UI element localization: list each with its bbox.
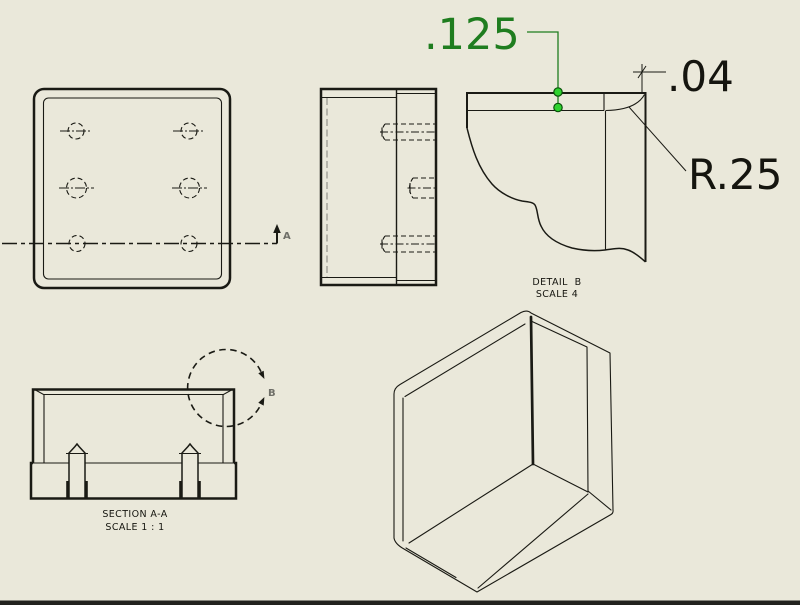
section-boss-right [179, 442, 201, 499]
radius-dim-leader [628, 106, 687, 172]
detail-circle-arrow-bottom [258, 397, 265, 406]
detail-circle-label: B [268, 388, 276, 399]
section-view-aa: SECTION A-A SCALE 1 : 1 [29, 388, 238, 533]
detail-view-scale: SCALE 4 [536, 289, 578, 300]
iso-bottom-near-left-edge [408, 463, 534, 544]
section-inner-top [35, 389, 232, 396]
section-arrow-head [273, 224, 281, 233]
dimension-corner-radius[interactable]: R.25 [628, 106, 782, 199]
section-rim [29, 461, 238, 500]
isometric-view [393, 310, 614, 593]
section-view-title: SECTION A-A [102, 509, 167, 520]
iso-topleft-inner-edge [404, 323, 526, 398]
iso-bottomright-inner-edge [477, 493, 589, 589]
flat-dim-tick [637, 65, 647, 79]
detail-fillet-arc [605, 94, 645, 112]
dim-attach-point[interactable] [553, 102, 563, 113]
side-hidden-hole-middle [407, 177, 436, 199]
sheet-bottom-border [0, 600, 800, 605]
iso-bottomleft-inner-edge [405, 547, 457, 579]
side-hidden-hole-bottom [380, 235, 436, 253]
dim-attach-point[interactable] [553, 87, 563, 97]
front-view-outline [32, 87, 232, 290]
iso-bottom-near-right-edge [532, 463, 589, 493]
front-view [32, 87, 232, 290]
hidden-hole [178, 177, 201, 199]
iso-near-corner-edge [529, 315, 535, 466]
hidden-hole [65, 177, 88, 199]
front-view-inner-edge [42, 97, 223, 280]
section-arrow-label: A [283, 231, 291, 242]
detail-view-title: DETAIL B [532, 277, 581, 288]
detail-break-line [466, 127, 647, 263]
iso-silhouette [393, 310, 614, 593]
section-view-scale: SCALE 1 : 1 [105, 522, 164, 533]
section-boss-left [66, 442, 88, 499]
section-outer-walls [31, 388, 236, 463]
side-view [319, 87, 438, 287]
radius-dim-text[interactable]: R.25 [688, 150, 782, 199]
iso-rim-inner-edge [530, 320, 612, 511]
side-hidden-hole-top [380, 123, 436, 141]
detail-view-b: .125 .04 R.25 DETAIL B SCALE 4 [424, 10, 782, 300]
flat-dim-text[interactable]: .04 [667, 52, 734, 101]
thickness-dim-text[interactable]: .125 [424, 10, 520, 60]
side-view-outline [319, 87, 438, 287]
thickness-dim-leader [527, 31, 559, 103]
section-line-a[interactable]: A [2, 224, 291, 245]
detail-circle-arrow-top [258, 370, 265, 379]
dimension-thickness[interactable]: .125 [424, 10, 563, 113]
detail-circle-b[interactable]: B [186, 348, 276, 428]
detail-circle[interactable] [186, 348, 262, 428]
dimension-corner-flat[interactable]: .04 [633, 52, 734, 101]
